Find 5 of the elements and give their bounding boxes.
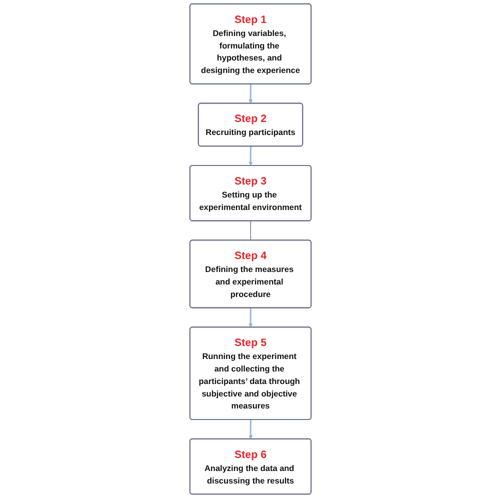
arrow xyxy=(248,308,253,328)
arrow xyxy=(248,146,253,166)
arrow xyxy=(248,84,253,104)
connector xyxy=(250,220,252,241)
arrow xyxy=(248,420,253,440)
